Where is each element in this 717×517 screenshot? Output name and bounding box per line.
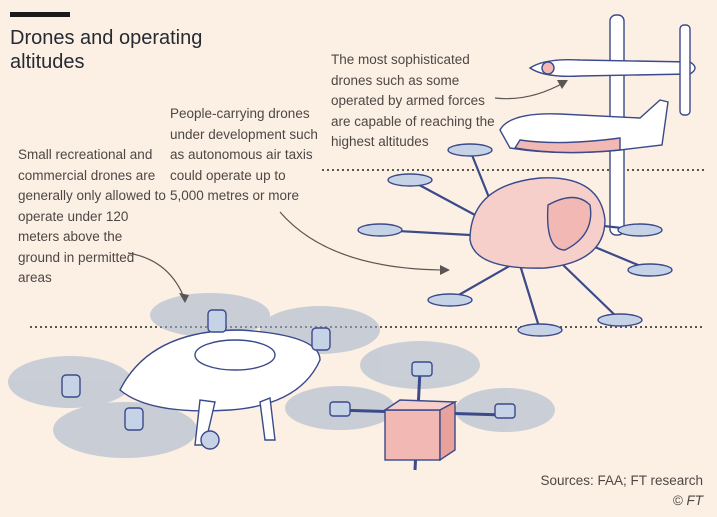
copyright-text: © FT: [672, 493, 703, 508]
arrow-air-taxi: [279, 211, 449, 271]
delivery-drone-icon: [329, 361, 516, 471]
sources-text: Sources: FAA; FT research: [540, 473, 703, 488]
arrow-recreational: [127, 252, 186, 301]
quadcopter-icon: [61, 309, 331, 450]
stealth-drone-icon: [499, 99, 669, 154]
annotation-recreational: Small recreational and commercial drones…: [18, 147, 166, 285]
annotation-arrows: [127, 81, 566, 301]
annotation-military: The most sophisticated drones such as so…: [331, 52, 495, 149]
title-rule: [10, 12, 70, 17]
arrow-heads: [179, 80, 568, 303]
annotation-people-carrying: People-carrying drones under development…: [170, 106, 318, 203]
arrow-military: [494, 81, 566, 100]
page-title: Drones and operating altitudes: [10, 27, 203, 73]
sources-footer: Sources: FAA; FT research © FT: [540, 471, 703, 511]
air-taxi-icon: [357, 143, 673, 337]
